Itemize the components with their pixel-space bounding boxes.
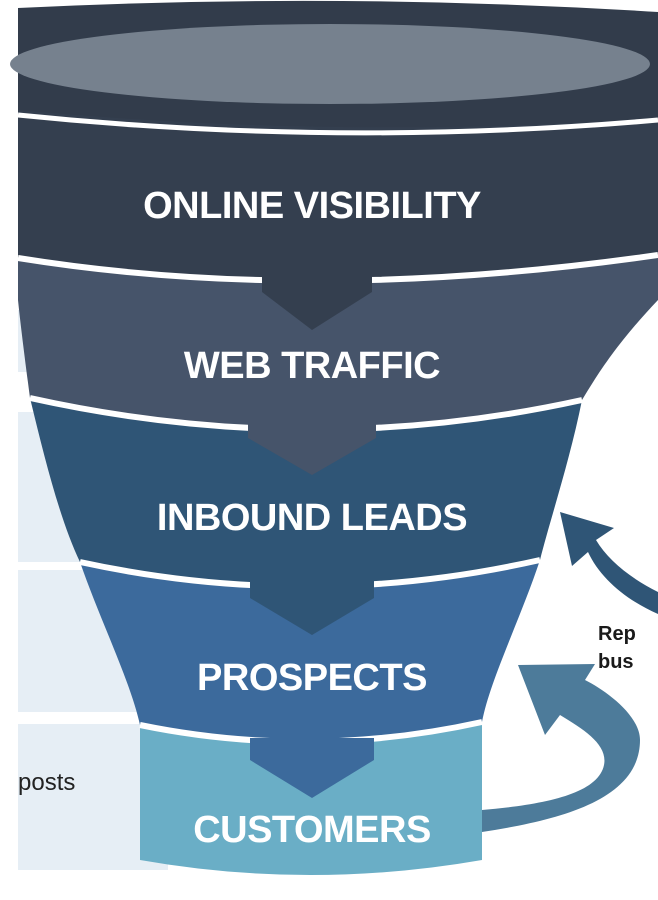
annotation-text-line1: Rep: [598, 623, 636, 645]
funnel-stage-web-traffic: [18, 255, 658, 430]
side-panel-fragment-text: posts: [18, 769, 75, 796]
repeat-arrow-lower: [482, 664, 640, 832]
funnel-flow-arrow: [248, 412, 376, 475]
stage-label-online-visibility: ONLINE VISIBILITY: [143, 185, 481, 227]
funnel: ONLINE VISIBILITY WEB TRAFFIC INBOUND LE…: [10, 0, 658, 875]
stage-label-prospects: PROSPECTS: [197, 657, 427, 699]
funnel-stage-inbound-leads: [30, 398, 582, 587]
funnel-flow-arrow: [250, 738, 374, 798]
stage-label-web-traffic: WEB TRAFFIC: [184, 345, 440, 387]
right-annotation: Rep bus: [482, 512, 658, 832]
stage-label-inbound-leads: INBOUND LEADS: [157, 497, 467, 539]
stage-label-customers: CUSTOMERS: [193, 809, 431, 851]
funnel-flow-arrow: [262, 270, 372, 330]
funnel-separator: [17, 112, 658, 136]
annotation-text-line2: bus: [598, 651, 634, 673]
funnel-flow-arrow: [250, 575, 374, 635]
funnel-rim-opening: [10, 24, 650, 104]
funnel-stage-customers: [140, 722, 482, 875]
repeat-arrow-upper: [560, 512, 658, 614]
funnel-stage-prospects: [80, 560, 540, 742]
